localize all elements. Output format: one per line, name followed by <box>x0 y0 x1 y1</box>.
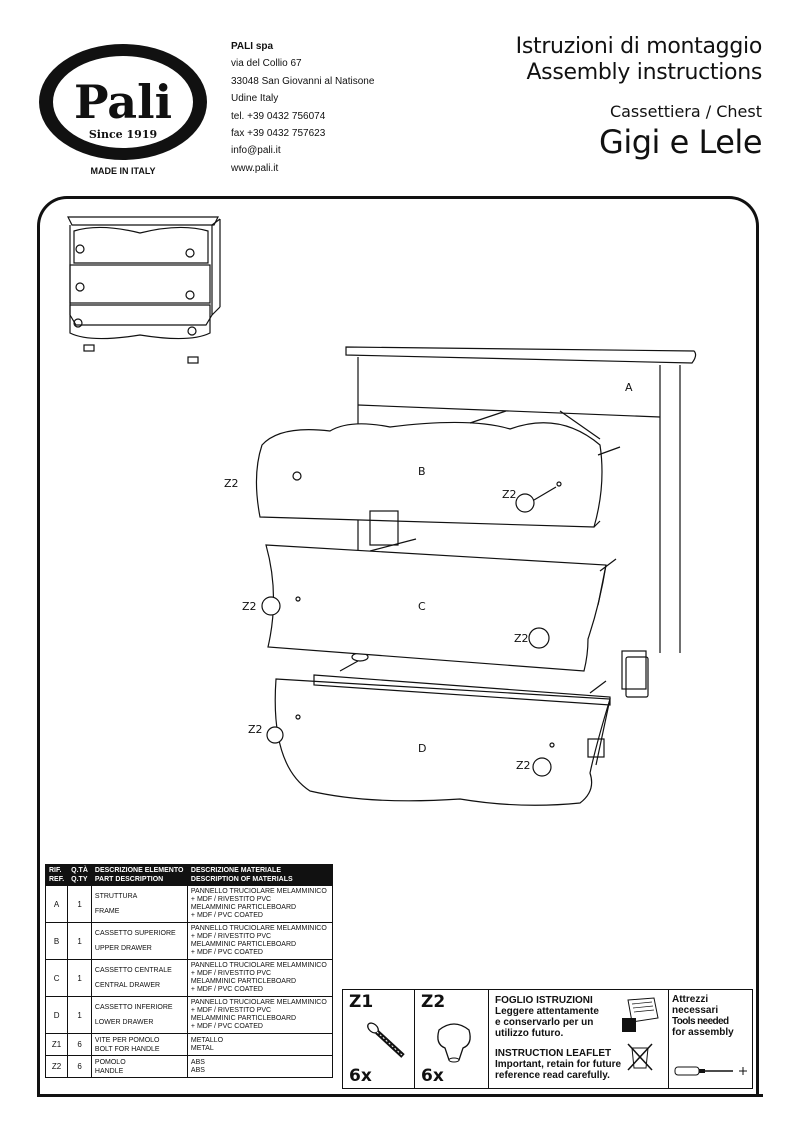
label-z2: Z2 <box>248 723 263 736</box>
label-d: D <box>418 742 426 755</box>
frame-bottom-line <box>37 1094 763 1097</box>
leaflet-line: reference read carefully. <box>495 1070 610 1081</box>
row-qty: 1 <box>67 959 92 997</box>
row-material: PANNELLO TRUCIOLARE MELAMMINICO+ MDF / R… <box>186 996 334 1034</box>
chest-leg <box>621 650 647 690</box>
tools-line: necessari <box>672 1005 719 1016</box>
product-name: Gigi e Lele <box>599 123 762 161</box>
brand-made-in: MADE IN ITALY <box>90 166 155 176</box>
label-z2: Z2 <box>242 600 257 613</box>
leaflet-book-icon <box>622 997 659 1032</box>
address-line: fax +39 0432 757623 <box>231 128 326 140</box>
row-ref: B <box>44 922 69 960</box>
row-material: PANNELLO TRUCIOLARE MELAMMINICO+ MDF / R… <box>186 885 334 923</box>
address-line: tel. +39 0432 756074 <box>231 110 326 122</box>
address-line: www.pali.it <box>231 162 279 174</box>
company-address: PALI spa via del Collio 67 33048 San Gio… <box>231 38 374 177</box>
brand-since: Since 1919 <box>89 128 157 141</box>
drawer-d <box>266 660 611 806</box>
leaflet-line: Important, retain for future <box>495 1059 622 1070</box>
title-italian: Istruzioni di montaggio <box>515 34 763 59</box>
address-line: 33048 San Giovanni al Natisone <box>231 75 375 87</box>
hardware-z1: Z1 6x <box>343 990 415 1088</box>
assembly-illustration: A B C D Z2 Z2 Z2 Z2 Z2 Z2 <box>67 216 697 806</box>
header-part: DESCRIZIONE ELEMENTO PART DESCRIPTION <box>90 864 188 886</box>
row-qty: 1 <box>67 996 92 1034</box>
hardware-code: Z1 <box>349 992 374 1012</box>
label-c: C <box>418 600 426 613</box>
leaflet-line: utilizzo futuro. <box>495 1028 564 1039</box>
instruction-leaflet-note: FOGLIO ISTRUZIONI Leggere attentamente e… <box>489 990 669 1088</box>
address-line: PALI spa <box>231 41 274 52</box>
header-material: DESCRIZIONE MATERIALE DESCRIPTION OF MAT… <box>186 864 334 886</box>
row-ref: Z2 <box>44 1055 69 1078</box>
row-ref: Z1 <box>44 1033 69 1056</box>
brand-name: Pali <box>74 75 172 129</box>
hardware-qty: 6x <box>421 1066 444 1086</box>
drawer-b <box>255 410 621 528</box>
do-not-discard-icon <box>627 1043 653 1071</box>
tools-needed: Attrezzi necessari Tools needed for asse… <box>669 990 753 1088</box>
tools-line: for assembly <box>672 1027 734 1038</box>
row-material: PANNELLO TRUCIOLARE MELAMMINICO+ MDF / R… <box>186 959 334 997</box>
hardware-z2: Z2 6x <box>415 990 489 1088</box>
header-ref: RIF. REF. <box>44 864 69 886</box>
address-line: info@pali.it <box>231 145 281 157</box>
hardware-qty: 6x <box>349 1066 372 1086</box>
leaflet-line: e conservarlo per un <box>495 1017 594 1028</box>
label-z2: Z2 <box>502 488 517 501</box>
label-z2: Z2 <box>224 477 239 490</box>
label-b: B <box>418 465 426 478</box>
label-z2: Z2 <box>514 632 529 645</box>
address-line: Udine Italy <box>231 93 279 105</box>
tools-line: Tools needed <box>672 1016 729 1027</box>
content-frame <box>37 196 759 1096</box>
parts-table-header: RIF. REF. Q.TÀ Q.TY DESCRIZIONE ELEMENTO… <box>44 864 334 886</box>
row-ref: A <box>44 885 69 923</box>
hardware-strip: Z1 6x Z2 6x FOGLIO ISTRUZIONI Leggere at… <box>342 989 753 1089</box>
address-line: via del Collio 67 <box>231 58 302 70</box>
tools-line: Attrezzi <box>672 994 709 1005</box>
row-qty: 1 <box>67 885 92 923</box>
row-qty: 6 <box>67 1055 92 1078</box>
row-material: PANNELLO TRUCIOLARE MELAMMINICO+ MDF / R… <box>186 922 334 960</box>
screwdriver-icon <box>674 1066 747 1076</box>
leaflet-title-en: INSTRUCTION LEAFLET <box>495 1048 612 1059</box>
leaflet-line: Leggere attentamente <box>495 1006 599 1017</box>
product-type: Cassettiera / Chest <box>609 102 762 121</box>
knob-icon <box>437 1023 471 1063</box>
label-z2: Z2 <box>516 759 531 772</box>
row-ref: D <box>44 996 69 1034</box>
bolt-icon <box>367 1022 405 1058</box>
row-qty: 6 <box>67 1033 92 1056</box>
pali-logo: Pali Since 1919 MADE IN ITALY <box>39 44 207 176</box>
assembled-chest-preview <box>67 216 221 364</box>
label-a: A <box>625 381 633 394</box>
header-qty: Q.TÀ Q.TY <box>67 864 92 886</box>
title-english: Assembly instructions <box>526 60 762 85</box>
row-qty: 1 <box>67 922 92 960</box>
hardware-code: Z2 <box>421 992 446 1012</box>
leaflet-title-it: FOGLIO ISTRUZIONI <box>495 995 593 1006</box>
drawer-c <box>261 510 617 672</box>
parts-table: RIF. REF. Q.TÀ Q.TY DESCRIZIONE ELEMENTO… <box>44 864 334 1078</box>
chest-frame-a <box>345 346 697 698</box>
row-ref: C <box>44 959 69 997</box>
document-titles: Istruzioni di montaggio Assembly instruc… <box>515 34 763 161</box>
